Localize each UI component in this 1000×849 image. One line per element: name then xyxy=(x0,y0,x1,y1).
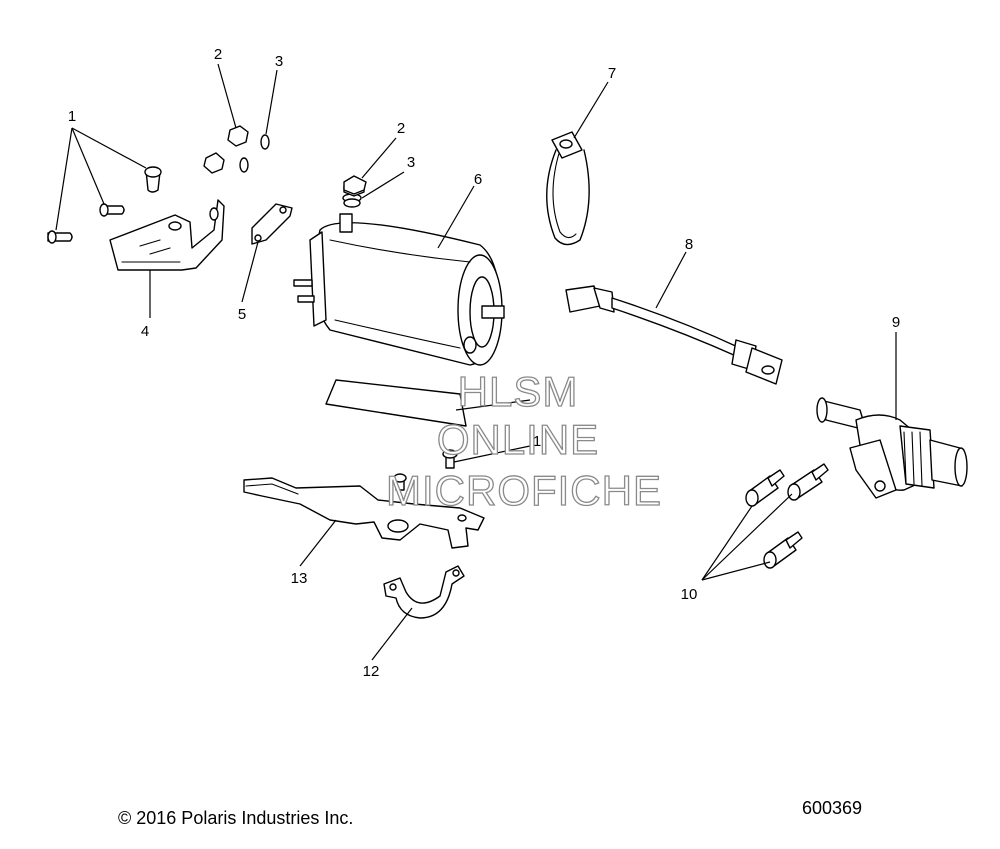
callout-2: 2 xyxy=(214,46,222,63)
callout-1: 1 xyxy=(533,433,541,450)
mounting-bracket-part-4 xyxy=(109,199,225,271)
copyright-notice: © 2016 Polaris Industries Inc. xyxy=(118,808,354,828)
small-bracket-part-5 xyxy=(251,203,293,245)
washer-part-3 xyxy=(343,198,361,208)
watermark-line-3: MICROFICHE xyxy=(386,467,662,514)
callout-10: 10 xyxy=(681,586,698,603)
bolt-part-10 xyxy=(745,463,829,569)
rivet-part-1 xyxy=(393,449,458,491)
callout-6: 6 xyxy=(474,171,482,188)
callout-2: 2 xyxy=(397,120,405,137)
rivet-part-1 xyxy=(47,166,162,244)
support-bracket-part-13 xyxy=(243,477,485,549)
callout-3: 3 xyxy=(407,154,415,171)
leader-lines xyxy=(55,63,897,661)
callout-13: 13 xyxy=(291,570,308,587)
callout-12: 12 xyxy=(363,663,380,680)
hose-clamp-part-7 xyxy=(546,131,590,246)
callout-5: 5 xyxy=(238,306,246,323)
watermark-line-2: ONLINE xyxy=(437,416,599,463)
starter-drive-part-9 xyxy=(816,397,968,499)
callout-8: 8 xyxy=(685,236,693,253)
callout-7: 7 xyxy=(608,65,616,82)
nut-part-2 xyxy=(343,175,367,195)
starter-motor-part-6 xyxy=(293,181,505,366)
clamp-part-12 xyxy=(383,565,465,619)
nut-part-2 xyxy=(203,125,249,174)
callout-labels: 1 2 3 2 3 4 5 6 7 8 9 1 10 12 13 xyxy=(68,46,900,680)
watermark: HLSM ONLINE MICROFICHE xyxy=(385,367,662,514)
callout-3: 3 xyxy=(275,53,283,70)
watermark-line-1: HLSM xyxy=(458,368,579,415)
heat-shield-plate xyxy=(325,379,467,427)
callout-4: 4 xyxy=(141,323,149,340)
washer-part-3 xyxy=(239,134,270,173)
cable-part-8 xyxy=(565,285,783,385)
callout-9: 9 xyxy=(892,314,900,331)
figure-number: 600369 xyxy=(802,798,863,818)
callout-1: 1 xyxy=(68,108,76,125)
